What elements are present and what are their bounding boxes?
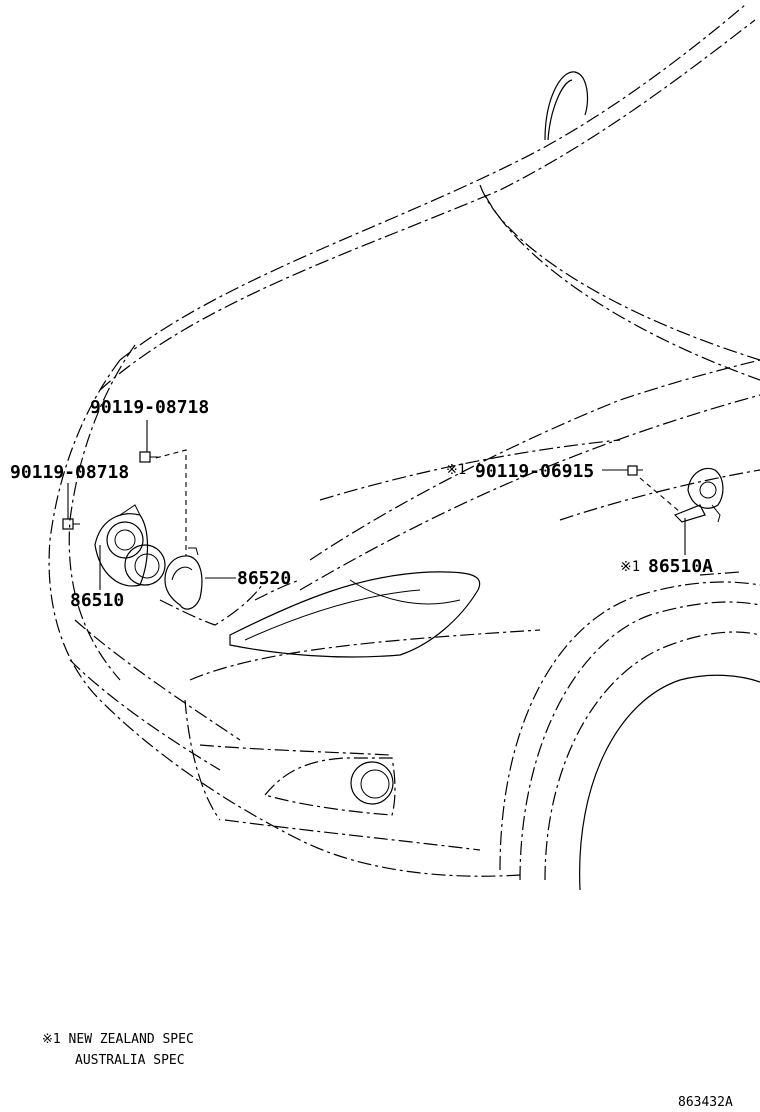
fog-lamp [263, 757, 396, 816]
label-bolt-lower: 90119-08718 [10, 462, 129, 483]
front-bumper [184, 629, 541, 851]
headlight [229, 571, 481, 658]
label-horn-low: 86510 [70, 590, 124, 611]
label-bolt-upper: 90119-08718 [90, 397, 209, 418]
leader-lines [67, 420, 686, 601]
illustration-code: 863432A [678, 1095, 733, 1110]
hood-outline [99, 4, 760, 391]
ref-mark-bolt: ※1 [446, 462, 466, 478]
wheel [499, 571, 760, 891]
label-horn-high: 86520 [237, 568, 291, 589]
horn-86510 [94, 504, 166, 587]
label-horn-alt: 86510A [648, 556, 713, 577]
note-line-1: ※1 NEW ZEALAND SPEC [42, 1032, 194, 1047]
note-line-2: AUSTRALIA SPEC [75, 1053, 185, 1068]
ref-mark-horn: ※1 [620, 559, 640, 575]
label-bolt-right: 90119-06915 [475, 461, 594, 482]
horn-86510a [673, 467, 724, 523]
body-outline [48, 344, 760, 877]
horn-86520 [159, 547, 263, 626]
bolt-icon [62, 451, 643, 530]
